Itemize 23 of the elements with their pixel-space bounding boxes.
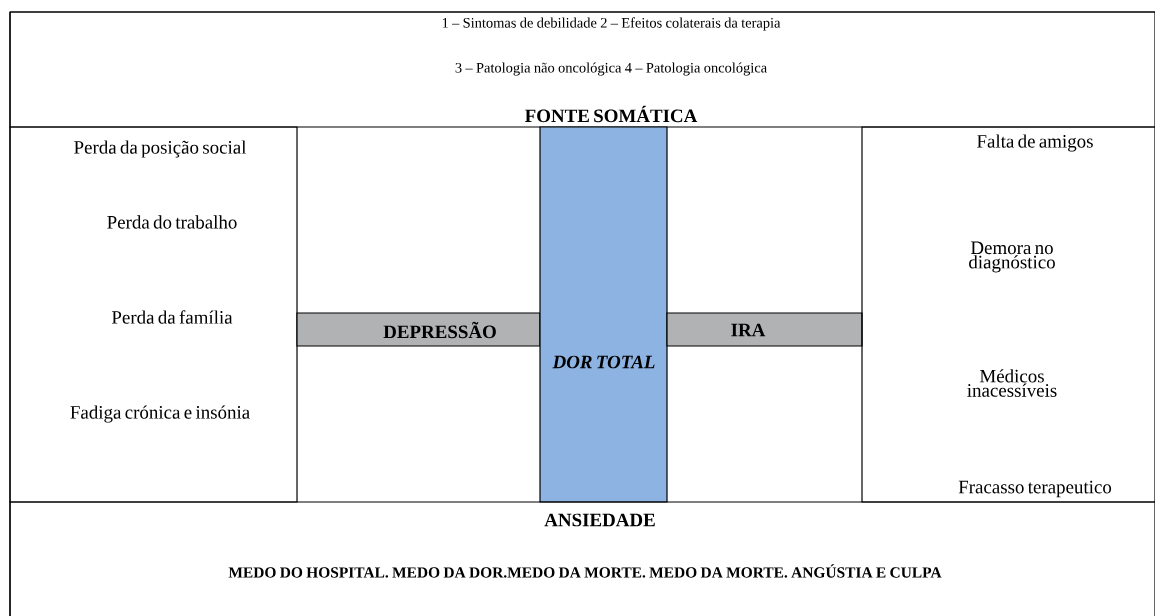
- category-bar: [296, 312, 541, 347]
- cell-text: Fadiga crónica e insónia: [70, 405, 250, 423]
- fear-list: MEDO DO HOSPITAL. MEDO DA DOR.MEDO DA MORTE. MEDO DA MORTE. ANGÚSTIA E CULPA: [228, 564, 942, 578]
- cell-text: Demora no diagnóstico: [969, 241, 1055, 273]
- bar-label: DEPRESSÃO: [383, 321, 496, 339]
- section-heading: FONTE SOMÁTICA: [525, 105, 698, 123]
- legend-line: 3 – Patologia não oncológica 4 – Patologia oncológica: [455, 62, 767, 76]
- footer-cell: [9, 501, 1155, 616]
- cell-text: Médicos inacessíveis: [967, 369, 1057, 397]
- cell-text: Perda da família: [111, 310, 233, 324]
- category-bar: [666, 312, 863, 347]
- column-cell: [9, 126, 298, 503]
- cell-text: Perda do trabalho: [107, 215, 237, 229]
- cell-text: Perda da posição social: [74, 140, 247, 158]
- cell-text: Falta de amigos: [977, 134, 1093, 152]
- cell-text: Fracasso terapeutico: [958, 480, 1112, 498]
- column-cell: [861, 126, 1155, 503]
- center-label: DOR TOTAL: [552, 355, 655, 369]
- section-heading: ANSIEDADE: [544, 513, 655, 527]
- header-cell: [9, 11, 1155, 128]
- legend-line: 1 – Sintomas de debilidade 2 – Efeitos colaterais da terapia: [442, 17, 781, 31]
- bar-label: IRA: [731, 323, 766, 337]
- center-column: [539, 126, 668, 503]
